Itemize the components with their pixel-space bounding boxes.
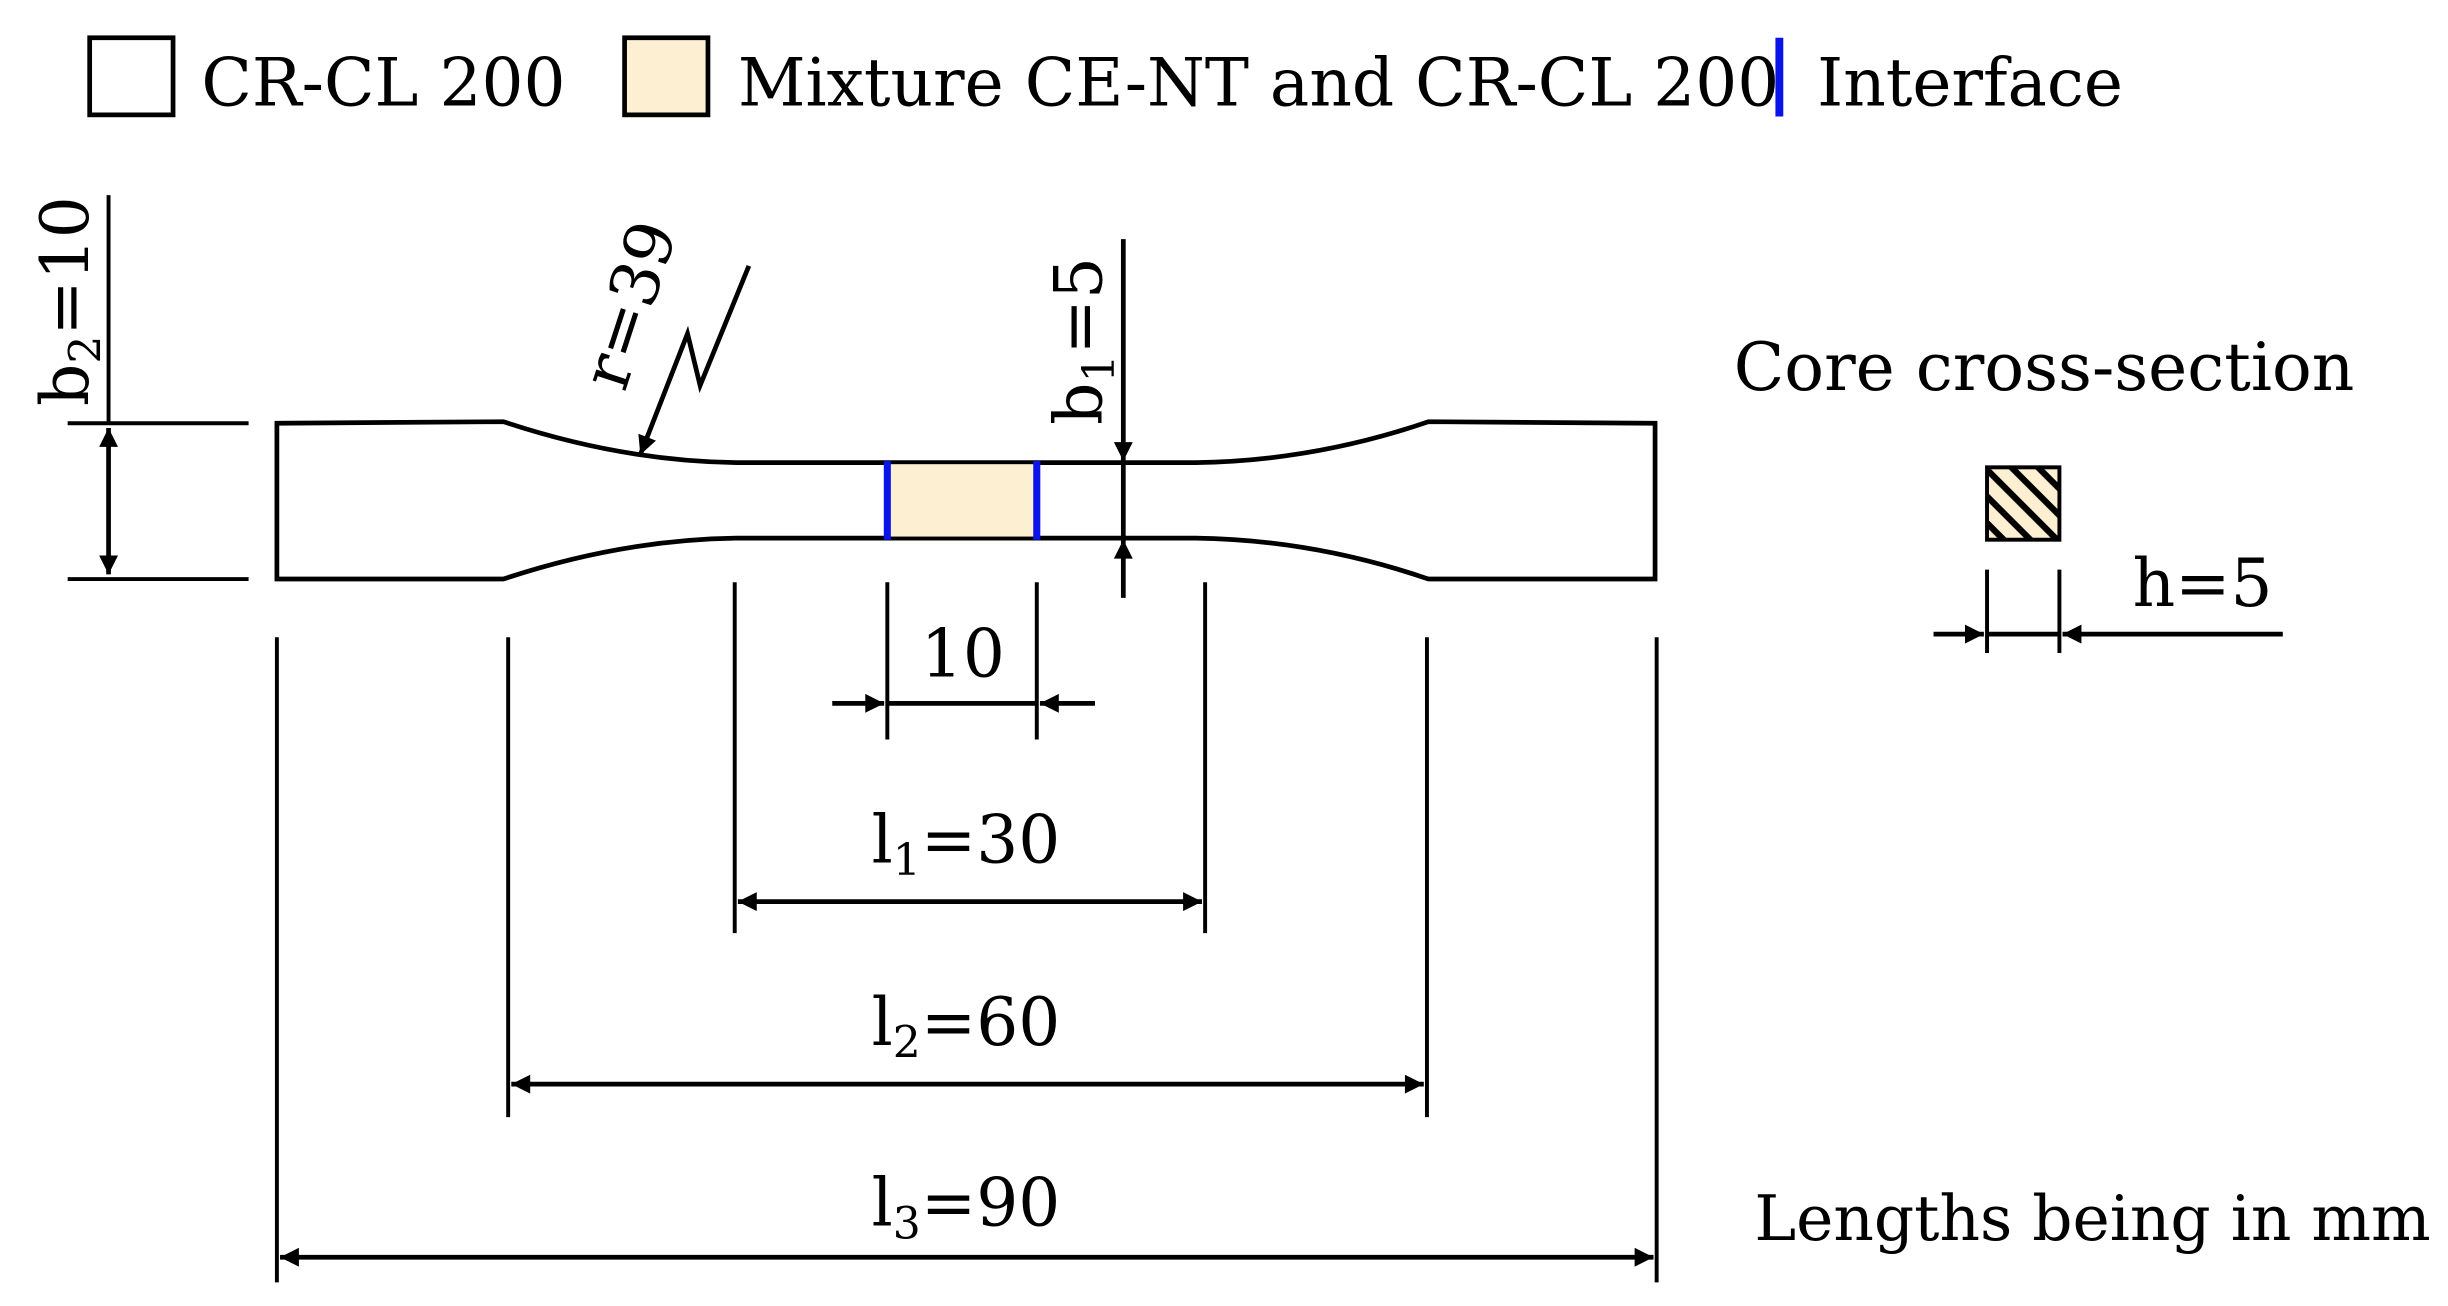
legend: CR-CL 200 Mixture CE-NT and CR-CL 200 In…: [87, 35, 2123, 121]
legend-item-interface: Interface: [1775, 37, 2123, 121]
legend-item-mixture: Mixture CE-NT and CR-CL 200: [622, 35, 1780, 121]
legend-label-interface: Interface: [1817, 44, 2123, 121]
core-cross-section: Core cross-section h=5: [1734, 329, 2355, 653]
legend-label-cr-cl-200: CR-CL 200: [201, 44, 565, 121]
core-mixture-region: [887, 464, 1037, 537]
legend-swatch-mixture: [622, 35, 711, 118]
b2-label: b2=10: [27, 196, 112, 406]
legend-label-mixture: Mixture CE-NT and CR-CL 200: [738, 44, 1780, 121]
dimension-radius: r=39: [567, 212, 752, 456]
specimen: [274, 419, 1658, 582]
units-note: Lengths being in mm: [1754, 1182, 2430, 1255]
cross-section-square: [1985, 465, 2062, 542]
h-label: h=5: [2133, 545, 2273, 622]
dimension-core-length: 10: [832, 582, 1095, 740]
legend-item-cr-cl-200: CR-CL 200: [87, 35, 566, 121]
core-length-label: 10: [921, 616, 1005, 693]
dimension-l3: l3=90: [274, 637, 1659, 1283]
specimen-outline: [274, 419, 1658, 582]
l2-label: l2=60: [872, 984, 1061, 1069]
cross-section-title: Core cross-section: [1734, 329, 2355, 406]
dimension-b1: b1=5: [1040, 239, 1133, 598]
dimension-b2: b2=10: [27, 195, 249, 582]
dimension-l1: l1=30: [732, 582, 1208, 934]
l3-label: l3=90: [872, 1165, 1061, 1250]
radius-leader: [638, 265, 752, 456]
legend-swatch-cr-cl-200: [87, 35, 176, 118]
l1-label: l1=30: [872, 801, 1061, 886]
dimension-l2: l2=60: [506, 637, 1429, 1118]
b1-label: b1=5: [1040, 257, 1125, 425]
